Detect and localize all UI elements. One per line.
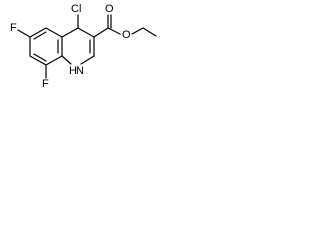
atom-label-o-ester: O (122, 29, 131, 41)
atom-label-o-carbonyl: O (105, 3, 114, 15)
bond-ring-b-1 (61, 27, 79, 38)
bond-ring-a-double-3 (33, 53, 47, 62)
bond-carbonyl-ester-o (107, 27, 121, 35)
bond-ring-b-4 (80, 55, 95, 65)
atom-label-nh-h: H (69, 65, 77, 77)
bond-ch2-ch3 (142, 27, 157, 37)
pyridine-ring (61, 27, 95, 65)
atom-label-f-top: F (10, 22, 17, 34)
bond-c6-f (17, 29, 31, 38)
bond-ester-o-ch2 (131, 27, 144, 35)
bond-ring-a-2 (45, 27, 63, 38)
atom-label-nh-n: N (76, 65, 84, 77)
bond-ring-a-double-1 (33, 31, 47, 40)
bond-ring-b-2 (77, 27, 95, 38)
bond-ring-a-1 (29, 27, 47, 38)
bond-ring-a-5 (29, 55, 47, 66)
bond-c3-carbonyl (93, 27, 109, 38)
atom-label-cl: Cl (71, 3, 81, 15)
bond-ring-b-5 (61, 55, 72, 65)
atom-label-f-bottom: F (42, 78, 49, 90)
benzene-ring (29, 27, 63, 66)
atom-labels: Cl F F O O H N (10, 3, 131, 90)
chemical-structure-diagram: Cl F F O O H N (10, 3, 157, 90)
substituent-bonds (17, 14, 157, 79)
bond-ring-a-4 (45, 55, 63, 66)
